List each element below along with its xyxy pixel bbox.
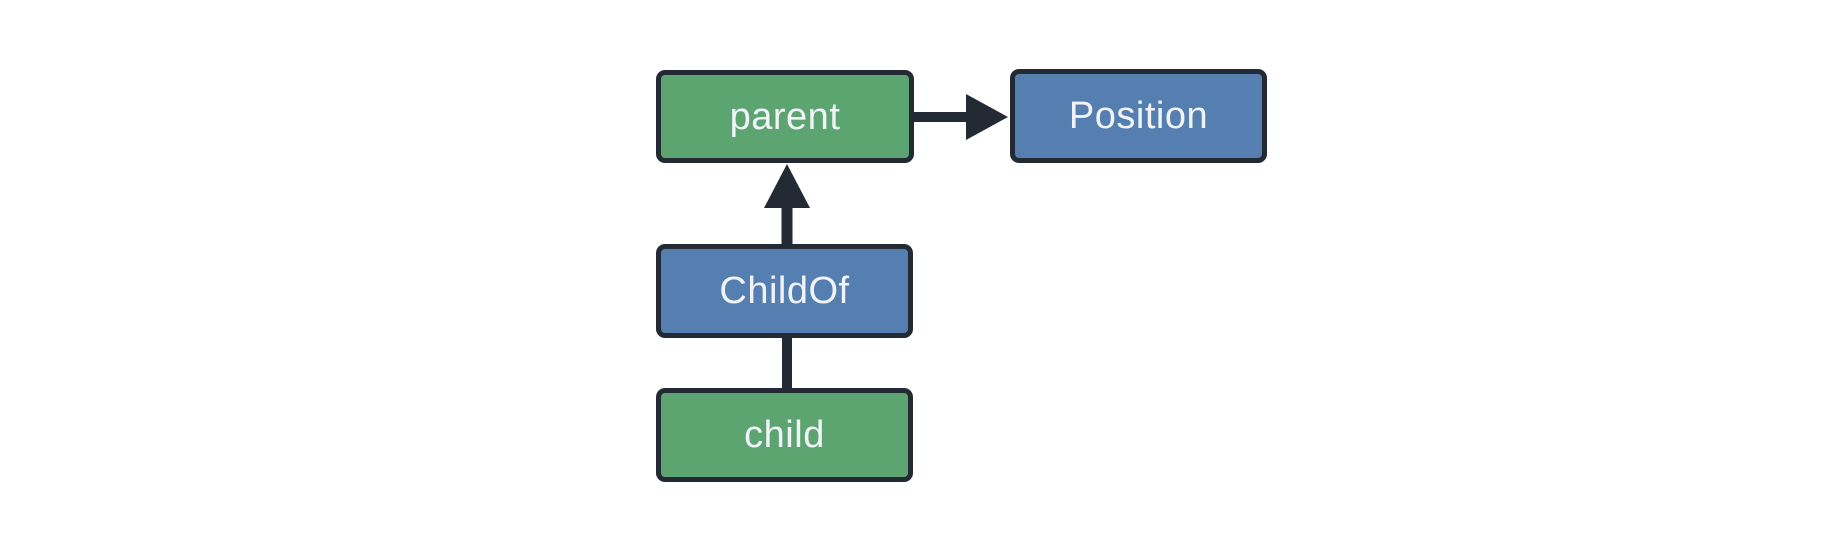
node-child-label: child [744, 414, 825, 456]
node-childof: ChildOf [656, 244, 913, 338]
node-child: child [656, 388, 913, 482]
node-position: Position [1010, 69, 1267, 163]
edge-childof-to-parent [764, 164, 810, 246]
arrowhead-up-icon [764, 164, 810, 208]
arrowhead-right-icon [966, 94, 1008, 140]
node-parent-label: parent [729, 95, 841, 138]
node-parent: parent [656, 70, 914, 163]
node-childof-label: ChildOf [719, 270, 850, 312]
node-position-label: Position [1068, 95, 1209, 137]
edge-parent-to-position [912, 94, 1008, 140]
